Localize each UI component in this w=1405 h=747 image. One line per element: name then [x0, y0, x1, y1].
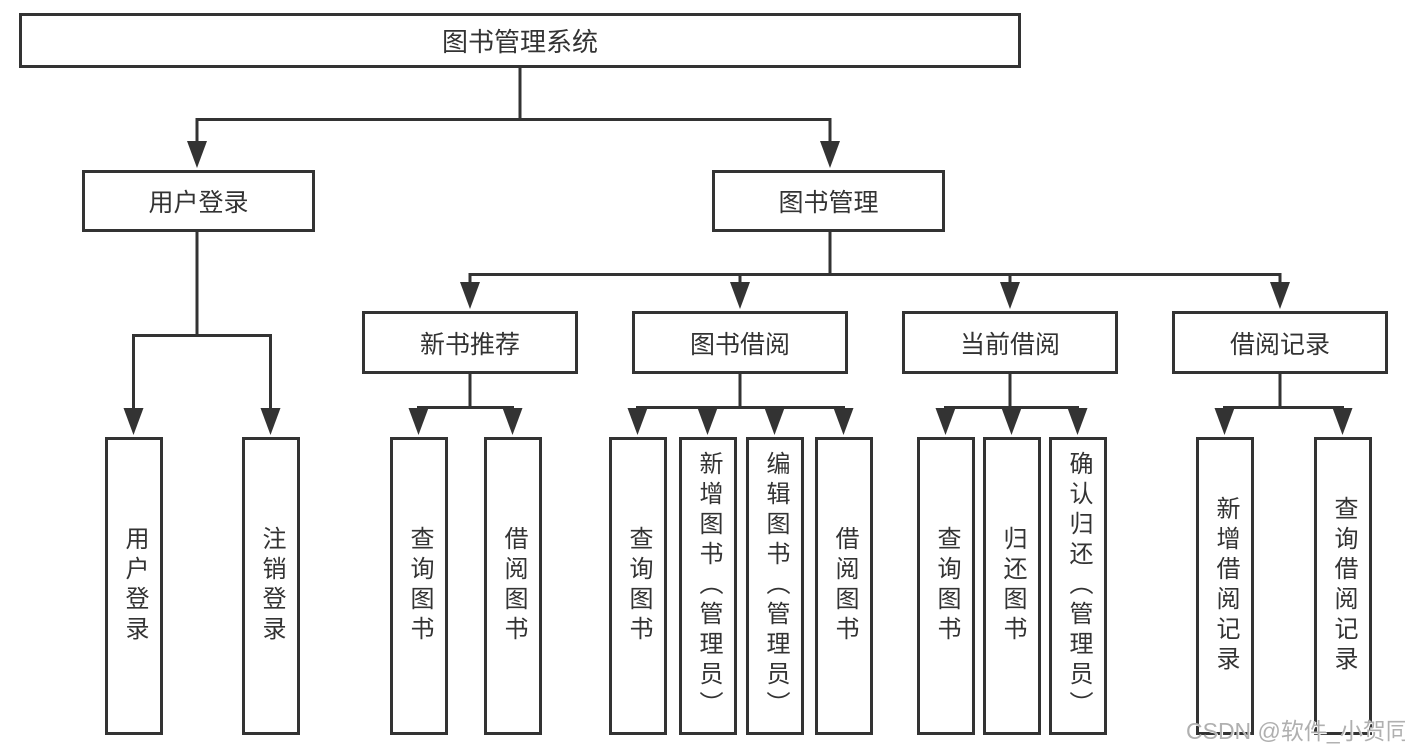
- leaf-label: 查询图书: [933, 526, 960, 646]
- leaf-logout: 注销登录: [242, 437, 300, 735]
- leaf-label: 借阅图书: [500, 526, 527, 646]
- node-book-borrowing: 图书借阅: [632, 311, 848, 374]
- leaf-label: 确认归还（管理员）: [1065, 451, 1092, 721]
- node-label: 新书推荐: [419, 330, 520, 359]
- node-label: 用户登录: [148, 189, 249, 217]
- leaf-label: 借阅图书: [831, 526, 858, 646]
- leaf-label: 查询借阅记录: [1330, 496, 1357, 676]
- leaf-current-query-books: 查询图书: [917, 437, 975, 735]
- node-book-management: 图书管理: [712, 170, 945, 232]
- leaf-label: 归还图书: [999, 526, 1026, 646]
- node-label: 图书借阅: [689, 330, 790, 359]
- leaf-label: 用户登录: [121, 526, 148, 646]
- leaf-label: 编辑图书（管理员）: [762, 451, 789, 721]
- leaf-add-borrow-record: 新增借阅记录: [1196, 437, 1254, 735]
- leaf-label: 注销登录: [258, 526, 285, 646]
- leaf-label: 新增借阅记录: [1212, 496, 1239, 676]
- leaf-user-login: 用户登录: [105, 437, 163, 735]
- node-label: 当前借阅: [959, 330, 1060, 359]
- node-new-book-recommendation: 新书推荐: [362, 311, 578, 374]
- leaf-label: 查询图书: [406, 526, 433, 646]
- leaf-add-book-admin: 新增图书（管理员）: [679, 437, 737, 735]
- node-borrowing-records: 借阅记录: [1172, 311, 1388, 374]
- leaf-confirm-return-admin: 确认归还（管理员）: [1049, 437, 1107, 735]
- node-library-management-system: 图书管理系统: [19, 13, 1021, 68]
- leaf-return-books: 归还图书: [983, 437, 1041, 735]
- leaf-label: 查询图书: [625, 526, 652, 646]
- leaf-borrow-query-books: 查询图书: [609, 437, 667, 735]
- node-label: 图书管理系统: [441, 27, 598, 57]
- node-label: 图书管理: [778, 189, 879, 217]
- node-label: 借阅记录: [1229, 330, 1330, 359]
- csdn-watermark: CSDN @软件_小贺同学: [1186, 718, 1405, 744]
- leaf-borrow-books: 借阅图书: [815, 437, 873, 735]
- leaf-recommend-borrow-books: 借阅图书: [484, 437, 542, 735]
- node-user-login: 用户登录: [82, 170, 315, 232]
- leaf-recommend-query-books: 查询图书: [390, 437, 448, 735]
- leaf-edit-book-admin: 编辑图书（管理员）: [746, 437, 804, 735]
- node-current-borrowing: 当前借阅: [902, 311, 1118, 374]
- leaf-label: 新增图书（管理员）: [695, 451, 722, 721]
- leaf-query-borrow-record: 查询借阅记录: [1314, 437, 1372, 735]
